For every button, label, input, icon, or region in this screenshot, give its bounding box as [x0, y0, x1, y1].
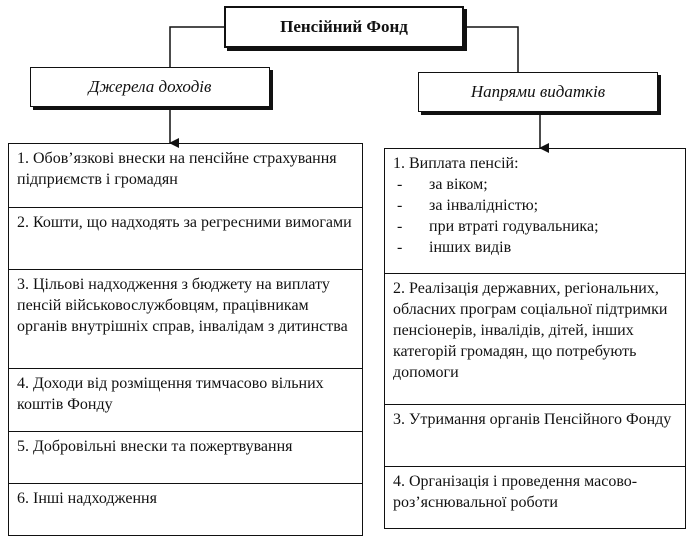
expense-item: 2. Реалізація державних, регіональних, о… — [385, 274, 685, 405]
pension-fund-title: Пенсійний Фонд — [224, 6, 464, 48]
pension-type: за віком; — [393, 174, 677, 195]
income-item: 6. Інші надходження — [17, 490, 157, 507]
pension-type: при втраті годувальника; — [393, 216, 677, 237]
income-item: 1. Обов’язкові внески на пенсійне страху… — [9, 144, 362, 208]
connector-title-to-income — [169, 26, 224, 67]
expenses-list: 1. Виплата пенсій: за віком; за інвалідн… — [384, 148, 686, 529]
income-list: 1. Обов’язкові внески на пенсійне страху… — [8, 143, 363, 536]
expenses-heading: Напрями видатків — [418, 72, 658, 112]
income-item: 3. Цільові надходження з бюджету на випл… — [9, 270, 362, 369]
income-item: 5. Добровільні внески та пожертвування — [9, 432, 362, 484]
expense-item-pensions: 1. Виплата пенсій: за віком; за інвалідн… — [385, 149, 685, 274]
expense-item-title: 1. Виплата пенсій: — [393, 155, 519, 172]
expense-item: 4. Організація і проведення масово-роз’я… — [393, 473, 638, 511]
expense-item: 3. Утримання органів Пенсійного Фонду — [385, 405, 685, 467]
pension-type: інших видів — [393, 237, 677, 258]
connector-title-to-expenses — [464, 26, 519, 72]
income-heading: Джерела доходів — [30, 67, 270, 107]
income-item: 4. Доходи від розміщення тимчасово вільн… — [9, 369, 362, 432]
pension-type: за інвалідністю; — [393, 195, 677, 216]
income-item: 2. Кошти, що надходять за регресними вим… — [9, 208, 362, 270]
pension-types-list: за віком; за інвалідністю; при втраті го… — [393, 174, 677, 258]
